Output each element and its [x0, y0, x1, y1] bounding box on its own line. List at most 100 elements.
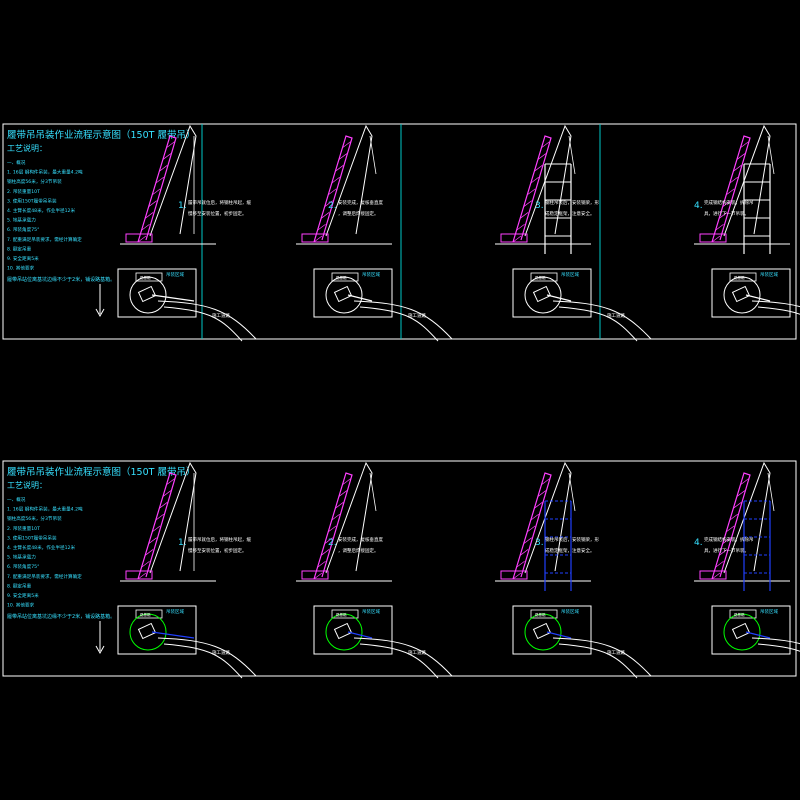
boom-plan [151, 631, 195, 639]
boom-lattice [530, 176, 539, 184]
crane-body [699, 570, 727, 580]
boom-plan [745, 631, 771, 639]
plan-legend-label: 吊装区域 [760, 608, 778, 615]
road-label: 施工道路 [408, 649, 426, 656]
boom-lattice [338, 490, 348, 497]
leader-arrow [95, 308, 105, 318]
step-number: 3. [535, 538, 544, 548]
note-line: 钢柱高度56米，分3节吊装 [7, 178, 62, 185]
road-edge [359, 306, 439, 342]
boom-lattice [331, 513, 340, 521]
pad-label: 路基箱 [336, 612, 347, 617]
road-label: 施工道路 [607, 312, 625, 319]
boom-lattice [320, 549, 330, 556]
boom-lattice [328, 525, 337, 533]
note-line: 6. 吊装角度75° [7, 226, 39, 233]
boom-lattice [313, 235, 323, 243]
boom-lattice [512, 572, 522, 580]
note-line: 4. 主臂长度48米，作业半径12米 [7, 207, 75, 214]
tower-outline [325, 461, 373, 574]
boom-lattice [317, 223, 326, 231]
boom-lattice [740, 478, 749, 486]
plan-legend-label: 吊装区域 [561, 608, 579, 615]
road-edge [757, 306, 800, 315]
plan-frame [313, 268, 393, 318]
boom-lattice [736, 490, 746, 497]
boom-lattice [519, 212, 529, 219]
swing-radius-circle [524, 276, 562, 314]
pad-box [729, 609, 757, 619]
pad-label: 路基箱 [734, 275, 745, 280]
pad-box [135, 609, 163, 619]
note-line: 7. 配重满足吊装要求，需经计算确定 [7, 236, 82, 243]
boom-lattice [162, 490, 172, 497]
plan-legend-label: 吊装区域 [760, 271, 778, 278]
step-number: 2. [328, 201, 337, 211]
swing-radius-circle [723, 276, 761, 314]
plan-frame [512, 605, 592, 655]
note-line: 10. 其他要求 [7, 602, 35, 609]
boom-lattice [155, 176, 164, 184]
road-label: 施工道路 [607, 649, 625, 656]
hoist-cable [568, 135, 576, 175]
step-number: 2. [328, 538, 337, 548]
crane-body [125, 233, 153, 243]
step-text: 履带吊就位后，将钢柱吊起，缓 [188, 199, 251, 206]
boom-lattice [534, 165, 543, 172]
tower-outline [149, 461, 197, 574]
hoist-cable [369, 472, 377, 512]
note-line: 7. 配重满足吊装要求，需经计算确定 [7, 573, 82, 580]
boom-lattice [159, 165, 168, 172]
road-edge [751, 637, 800, 645]
boom-lattice [342, 141, 351, 149]
plan-legend-label: 吊装区域 [561, 271, 579, 278]
boom-lattice [324, 200, 333, 207]
boom-lattice [729, 176, 738, 184]
boom-plan [745, 294, 771, 302]
plan-legend-label: 吊装区域 [362, 271, 380, 278]
note-line: 4. 主臂长度48米，作业半径12米 [7, 544, 75, 551]
step-text: ，调整后焊接固定。 [338, 210, 379, 217]
step-text: 成稳定框架，注意安全。 [545, 210, 595, 217]
pad-label: 路基箱 [535, 612, 546, 617]
notes-heading: 工艺说明： [7, 480, 47, 490]
bottom-note: 履带吊站位离基坑边缘不少于2米，铺设路基箱。 [7, 613, 115, 620]
step-text: 钢柱吊装后，安装钢梁，形 [545, 199, 599, 206]
boom-lattice [718, 212, 728, 219]
pad-label: 路基箱 [336, 275, 347, 280]
step-text: 完成钢结构安装，拆除吊 [704, 199, 754, 206]
boom-plan [546, 631, 572, 639]
note-line: 6. 吊装角度75° [7, 563, 39, 570]
boom-lattice [519, 549, 529, 556]
boom-lattice [527, 188, 536, 196]
note-line: 8. 额定吊重 [7, 245, 32, 252]
pad-label: 路基箱 [140, 275, 151, 280]
note-line: 2. 吊装重量10T [7, 188, 40, 195]
boom-lattice [733, 165, 742, 172]
boom-lattice [141, 560, 150, 568]
boom-lattice [523, 537, 532, 544]
pad-box [530, 609, 558, 619]
crane-boom [512, 472, 552, 580]
pad-box [729, 272, 757, 282]
plan-frame [711, 605, 791, 655]
step-text: 具，进行下一节吊装。 [704, 210, 749, 217]
swing-radius-circle [325, 613, 363, 651]
tower-outline [149, 124, 197, 237]
plan-frame [117, 605, 197, 655]
crane-body [500, 570, 528, 580]
boom-lattice [523, 200, 532, 207]
boom-lattice [527, 525, 536, 533]
crane-body [301, 570, 329, 580]
note-line: 8. 额定吊重 [7, 582, 32, 589]
boom-lattice [324, 537, 333, 544]
boom-plan [347, 631, 373, 639]
crane-boom [137, 135, 177, 243]
boom-lattice [715, 560, 724, 568]
pad-box [331, 272, 359, 282]
sheet-border [2, 460, 797, 677]
crane-plan [333, 285, 353, 303]
